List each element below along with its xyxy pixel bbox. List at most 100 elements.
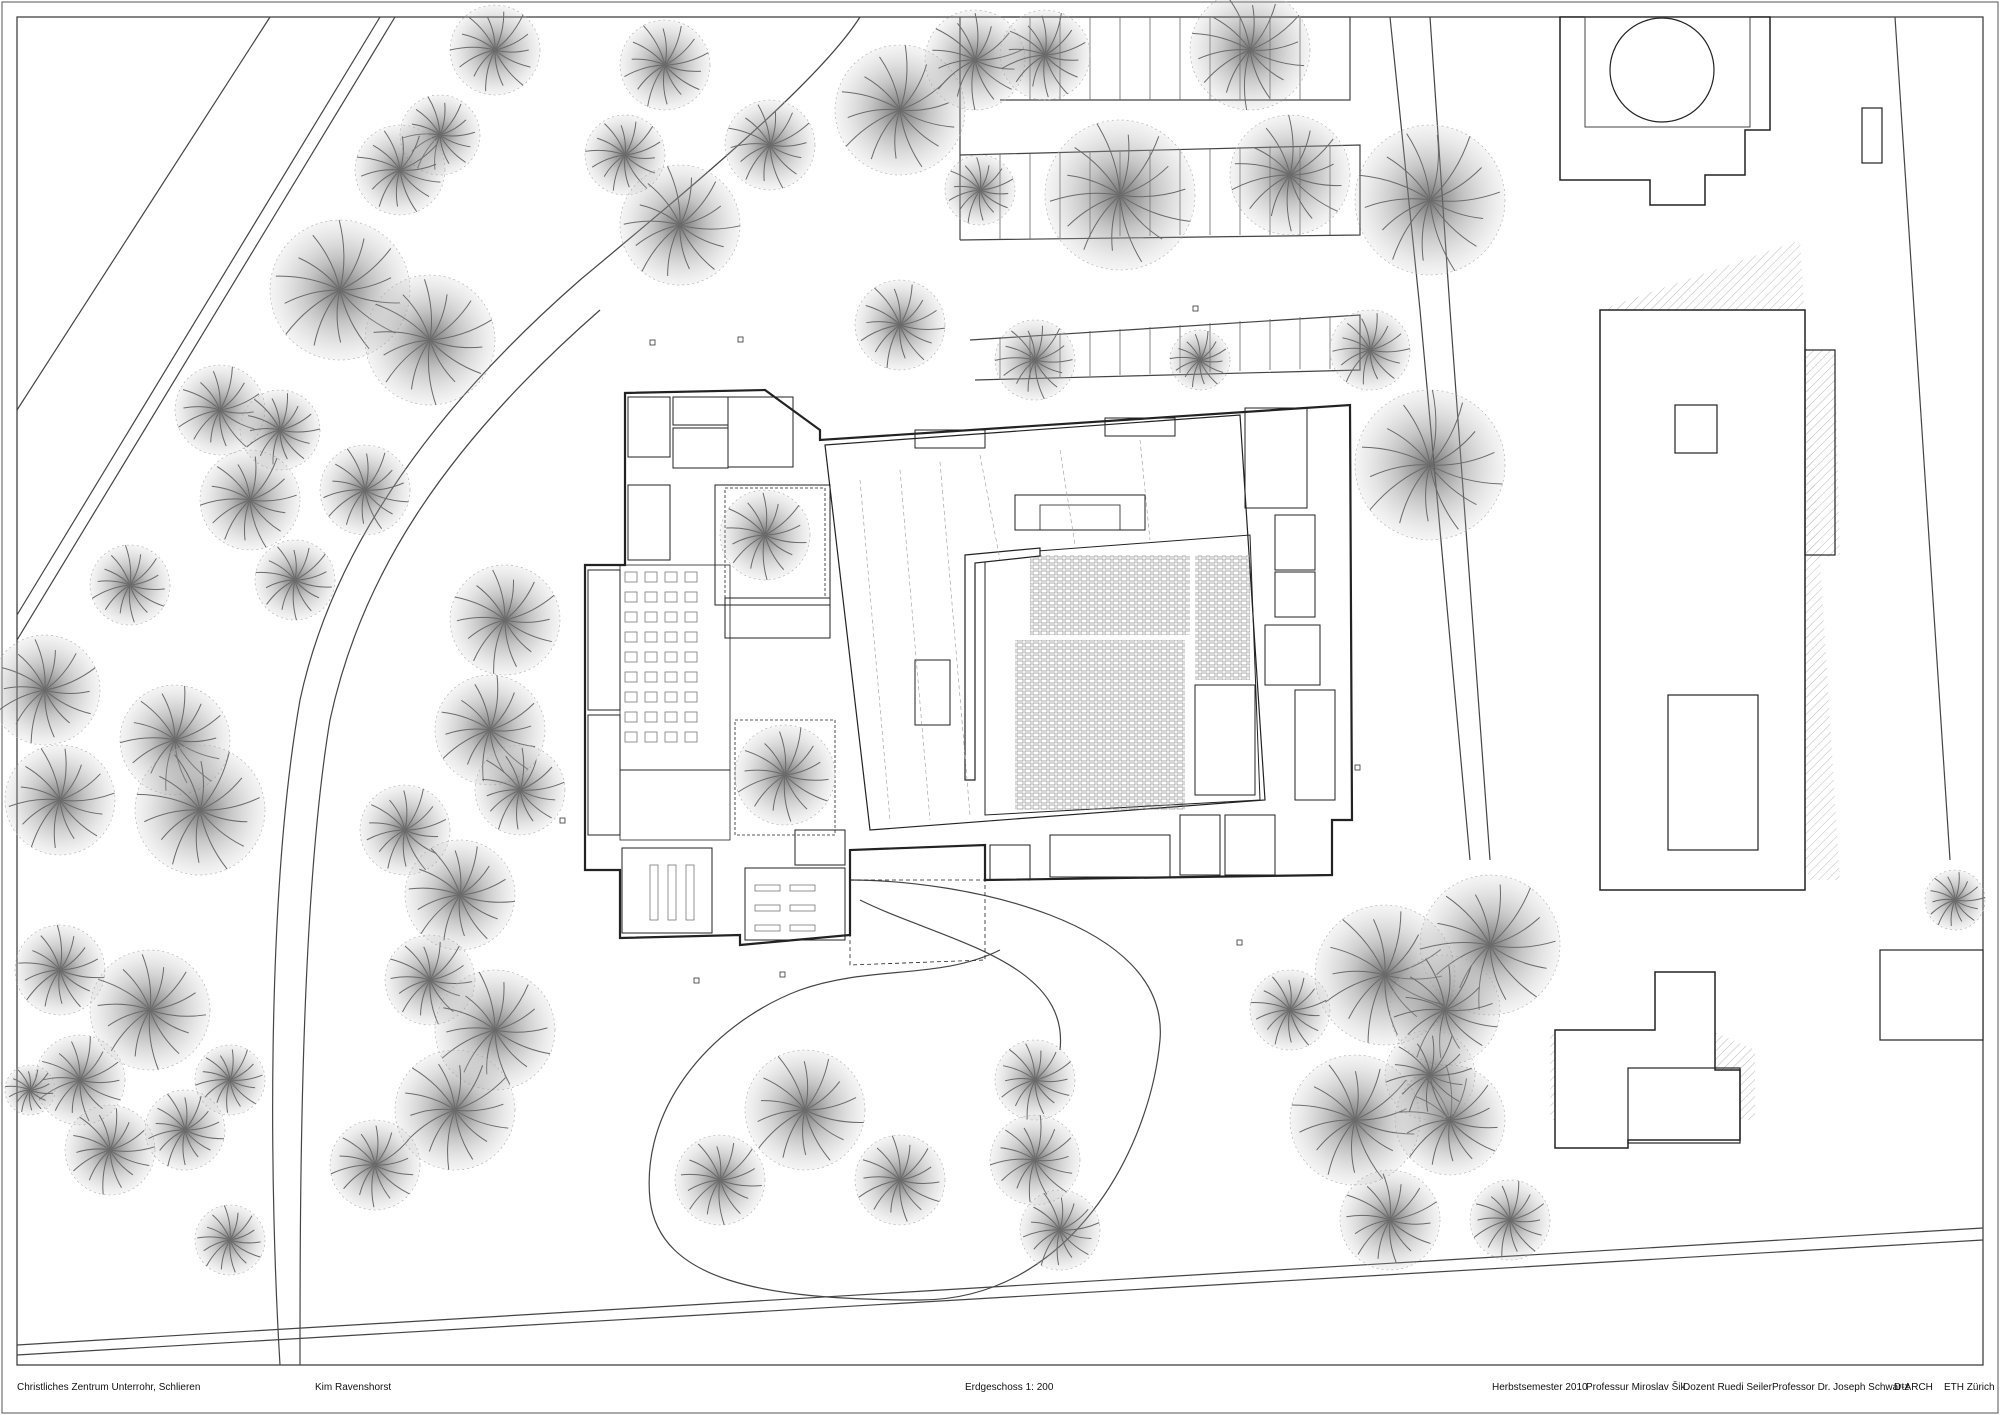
site-markers: [559, 305, 1361, 984]
tree-icon: [194, 1044, 266, 1116]
grid-dash-3: [939, 461, 971, 816]
tree-icon: [199, 449, 301, 551]
loop-path: [648, 879, 1161, 1301]
seating-east: [1195, 555, 1250, 680]
road-south-2: [16, 1227, 1984, 1346]
tree-icon: [854, 279, 946, 371]
curved-path-west-2: [299, 309, 601, 1366]
tree-icon: [0, 634, 101, 746]
tree-icon: [619, 164, 741, 286]
tree-icon: [1019, 1189, 1101, 1271]
tree-icon: [254, 539, 336, 621]
tree-icon: [1169, 329, 1231, 391]
court-west-2: [734, 719, 836, 836]
building-north-east-inner: [1584, 16, 1751, 128]
bench-north: [914, 429, 986, 449]
title-block: Christliches Zentrum Unterrohr, Schliere…: [0, 1374, 2000, 1414]
lounge: [619, 769, 731, 841]
grid-dash-4: [979, 454, 1001, 561]
building-large-east-court: [1674, 404, 1718, 454]
sanctuary-inner: [984, 534, 1261, 816]
professor-2: Professor Dr. Joseph Schwartz: [1772, 1382, 1910, 1393]
tree-icon: [1044, 119, 1196, 271]
room-s-4: [1224, 814, 1276, 876]
room-s-3: [1179, 814, 1221, 876]
school: ETH Zürich: [1944, 1382, 1995, 1393]
building-north-east: [1559, 16, 1771, 206]
tree-icon: [64, 1104, 156, 1196]
lecturer: Dozent Ruedi Seiler: [1683, 1382, 1772, 1393]
altar-area: [1194, 684, 1256, 796]
building-south-east: [1554, 971, 1741, 1149]
tree-icon: [854, 1134, 946, 1226]
room-e-5: [1294, 689, 1336, 801]
department: D-ARCH: [1894, 1382, 1933, 1393]
road-line-west-3: [16, 16, 396, 641]
tree-icon: [719, 489, 811, 581]
room-e-3: [1274, 571, 1316, 618]
tree-icon: [944, 154, 1016, 226]
tree-icon: [329, 1119, 421, 1211]
tree-icon: [89, 544, 171, 626]
room-s-1: [989, 844, 1031, 881]
tree-icon: [744, 1049, 866, 1171]
project-name: Christliches Zentrum Unterrohr, Schliere…: [17, 1382, 201, 1393]
room-nw-6: [714, 484, 831, 606]
room-s-2: [1049, 834, 1171, 878]
tree-icon: [449, 4, 541, 96]
road-east-2: [1429, 16, 1491, 861]
tree-icon: [319, 444, 411, 536]
tree-icon: [4, 744, 116, 856]
room-e-4: [1264, 624, 1321, 686]
grid-dash-2: [899, 469, 931, 821]
bench-north-2: [1104, 417, 1176, 437]
tree-icon: [474, 744, 566, 836]
tree-icon: [1384, 1029, 1476, 1121]
room-nw-5: [627, 484, 671, 561]
tree-icon: [1189, 0, 1311, 111]
grid-dash-6: [1139, 439, 1151, 541]
room-nw-1: [627, 396, 671, 458]
semester: Herbstsemester 2010: [1492, 1382, 1588, 1393]
tree-icon: [239, 389, 321, 471]
road-far-east: [1894, 16, 1951, 861]
classroom-sw-1: [621, 847, 713, 934]
tree-icon: [674, 1134, 766, 1226]
tree-icon: [994, 319, 1076, 401]
dining-tables: [624, 571, 816, 932]
main-building: [583, 388, 1354, 966]
tree-icon: [924, 9, 1026, 111]
room-e-1: [1244, 407, 1308, 509]
tree-icon: [1354, 124, 1506, 276]
road-east-1: [1389, 16, 1471, 861]
tree-icon: [1339, 1169, 1441, 1271]
tree-icon: [1924, 869, 1986, 931]
building-wing-shadow: [1805, 350, 1840, 560]
road-south-1: [16, 1239, 1984, 1356]
road-line-west-2: [16, 16, 381, 616]
foyer-panel: [914, 659, 951, 726]
tree-icon: [14, 924, 106, 1016]
tree-icon: [1249, 969, 1331, 1051]
neighbour-buildings: [1550, 16, 1984, 1149]
building-south-east-annex: [1627, 1067, 1741, 1144]
tree-icon: [89, 949, 211, 1071]
loop-path-inner: [859, 899, 1062, 1051]
building-north-east-rotunda: [1609, 17, 1715, 123]
room-nw-4: [727, 396, 794, 468]
room-e-2: [1274, 514, 1316, 571]
author-name: Kim Ravenshorst: [315, 1382, 392, 1393]
sanctuary-hall: [824, 414, 1266, 831]
tree-icon: [1229, 114, 1351, 236]
road-line-west-1: [16, 16, 271, 411]
tree-icon: [619, 19, 711, 111]
tree-icon: [404, 839, 516, 951]
tree-icon: [449, 564, 561, 676]
tree-icon: [134, 744, 266, 876]
tree-icon: [734, 724, 836, 826]
grid-dash-1: [859, 479, 891, 821]
building-wing: [1804, 349, 1836, 556]
tree-icon: [364, 274, 496, 406]
building-far-east: [1879, 949, 1984, 1041]
